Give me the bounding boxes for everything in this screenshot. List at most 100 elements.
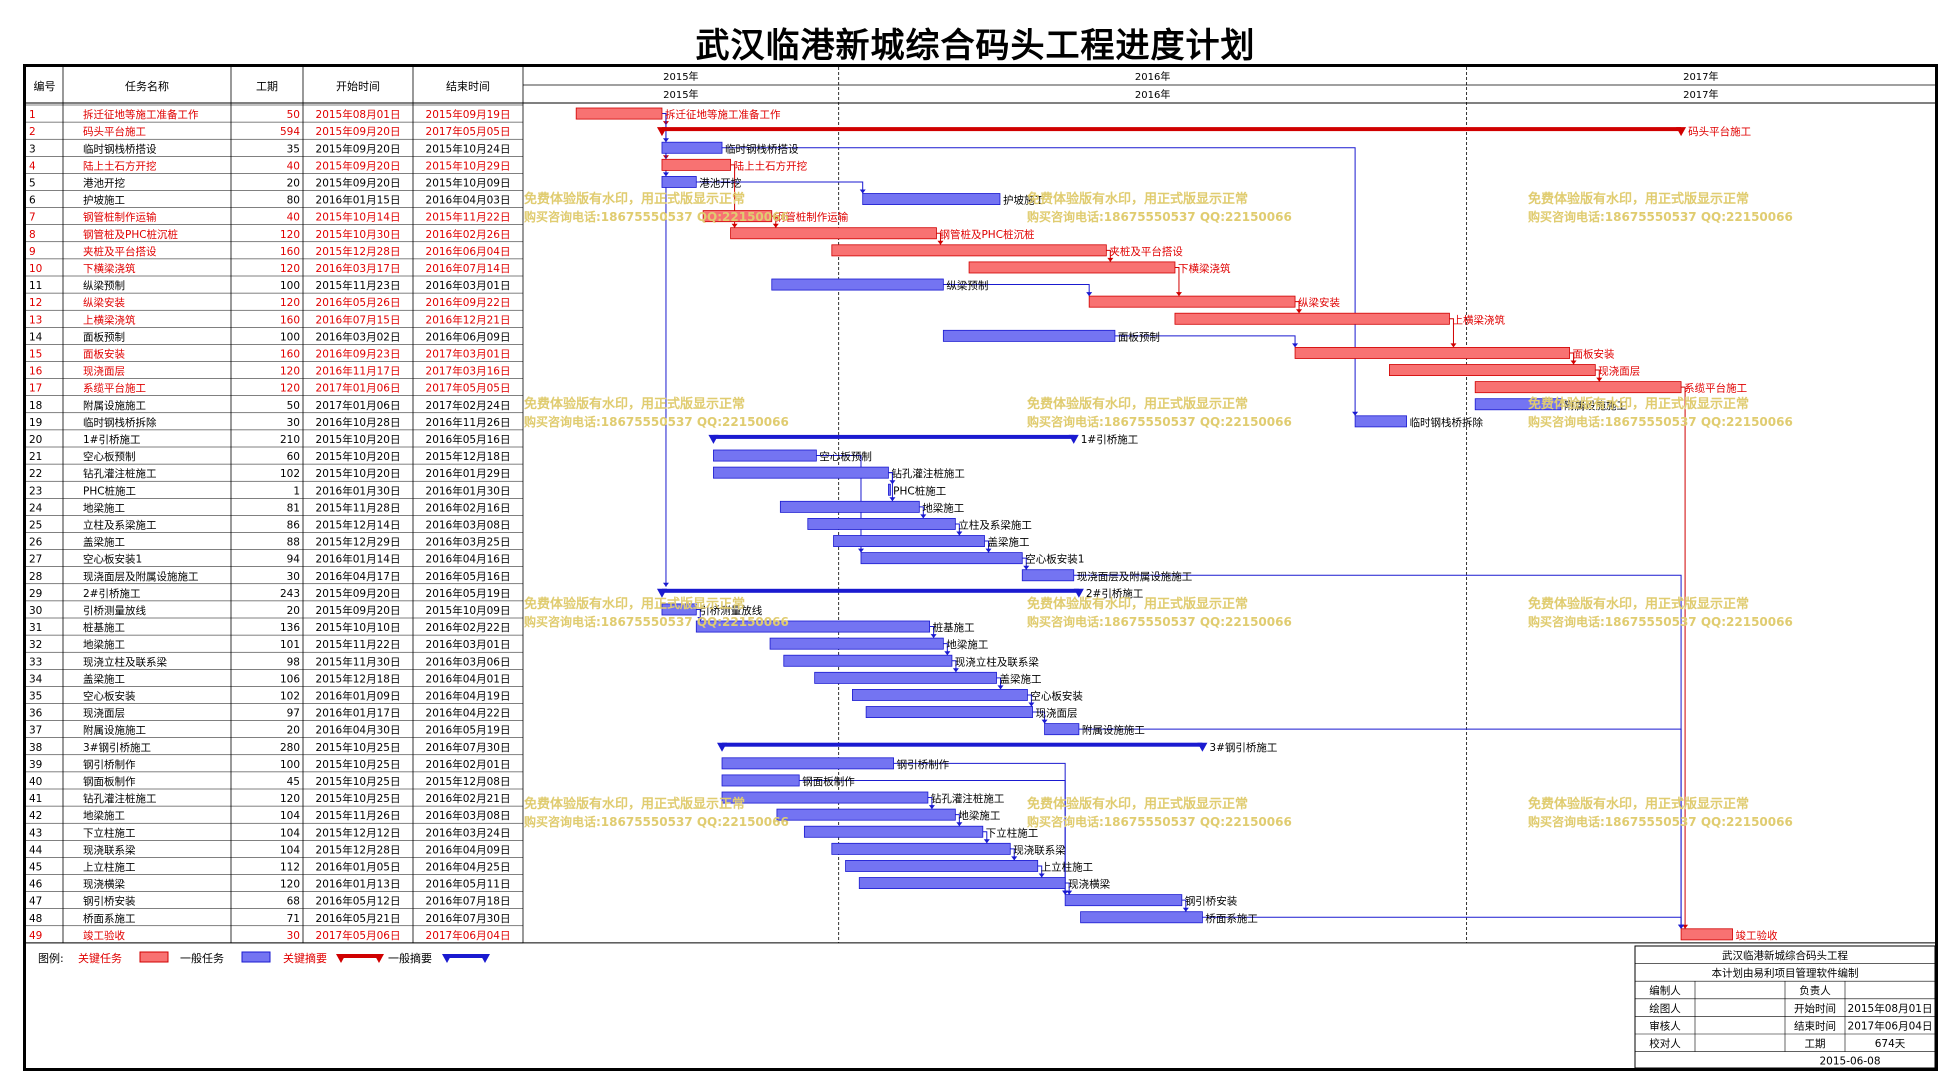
task-start: 2015年11月30日	[316, 655, 401, 668]
dependency-link	[661, 113, 667, 587]
task-name: 现浇面层	[83, 707, 125, 720]
task-bar	[783, 654, 953, 667]
task-duration: 80	[287, 195, 300, 207]
task-id: 47	[29, 896, 42, 908]
watermark-text: 购买咨询电话:18675550537 QQ:22150066	[1528, 614, 1793, 629]
task-bar	[807, 518, 956, 530]
task-name: 下横梁浇筑	[83, 262, 136, 275]
task-id: 28	[29, 571, 42, 583]
task-end: 2016年07月30日	[426, 741, 511, 754]
bar-label: 临时钢栈桥搭设	[725, 142, 799, 155]
task-id: 19	[29, 417, 42, 429]
task-name: 纵梁预制	[83, 279, 125, 292]
bar-label: 附属设施施工	[1082, 724, 1145, 737]
task-id: 37	[29, 725, 42, 737]
dependency-arrowhead	[1011, 856, 1018, 861]
task-bar	[865, 706, 1033, 719]
bar-label: 夹桩及平台搭设	[1109, 245, 1183, 258]
task-duration: 30	[287, 571, 300, 583]
task-duration: 594	[280, 126, 300, 138]
watermark-text: 购买咨询电话:18675550537 QQ:22150066	[524, 414, 789, 429]
dependency-arrowhead	[1678, 924, 1685, 929]
task-name: 钢引桥安装	[83, 895, 136, 908]
task-id: 31	[29, 622, 42, 634]
task-name: 立柱及系梁施工	[83, 519, 157, 532]
summary-start-cap	[656, 127, 667, 137]
watermark-text: 免费体验版有水印，用正式版显示正常	[524, 796, 745, 812]
watermark-text: 购买咨询电话:18675550537 QQ:22150066	[1528, 414, 1793, 429]
watermark-text: 免费体验版有水印，用正式版显示正常	[1528, 596, 1749, 612]
info-date: 2015-06-08	[1819, 1056, 1880, 1068]
task-end: 2015年12月08日	[426, 775, 511, 788]
task-end: 2016年07月14日	[426, 262, 511, 275]
task-end: 2017年06月04日	[426, 929, 511, 942]
bar-label: 钢管桩及PHC桩沉桩	[939, 228, 1035, 241]
watermark-text: 免费体验版有水印，用正式版显示正常	[1528, 396, 1749, 412]
summary-start-cap	[717, 742, 728, 752]
task-start: 2016年05月21日	[316, 912, 401, 925]
task-name: 面板安装	[83, 348, 125, 361]
task-duration: 106	[280, 673, 300, 685]
task-name: 纵梁安装	[83, 296, 125, 309]
task-duration: 104	[280, 844, 300, 856]
dependency-link	[1681, 386, 1686, 929]
task-start: 2015年10月30日	[316, 228, 401, 241]
task-end: 2015年09月19日	[426, 108, 511, 121]
dependency-arrowhead	[1062, 890, 1069, 895]
bar-label: 盖梁施工	[988, 536, 1030, 549]
watermark-text: 购买咨询电话:18675550537 QQ:22150066	[1027, 414, 1292, 429]
info-cell: 结束时间	[1794, 1019, 1836, 1032]
task-bar	[779, 500, 920, 513]
task-bar	[661, 141, 723, 154]
task-duration: 20	[287, 605, 300, 617]
task-end: 2016年04月01日	[426, 672, 511, 685]
task-bar	[803, 825, 984, 838]
task-bar	[730, 227, 937, 240]
bar-label: 钻孔灌注桩施工	[891, 467, 965, 480]
column-header-id: 编号	[34, 79, 56, 93]
task-start: 2015年10月14日	[316, 211, 401, 224]
task-duration: 50	[287, 400, 300, 412]
task-duration: 97	[287, 708, 300, 720]
task-id: 18	[29, 400, 42, 412]
task-end: 2016年01月29日	[426, 467, 511, 480]
task-duration: 40	[287, 212, 300, 224]
task-name: 空心板预制	[83, 450, 136, 463]
watermark-text: 免费体验版有水印，用正式版显示正常	[1027, 796, 1248, 812]
watermark-text: 购买咨询电话:18675550537 QQ:22150066	[524, 614, 789, 629]
task-name: 陆上土石方开挖	[83, 159, 157, 172]
info-cell: 绘图人	[1649, 1002, 1681, 1015]
bar-label: 现浇横梁	[1068, 878, 1110, 891]
task-id: 27	[29, 554, 42, 566]
task-end: 2016年04月19日	[426, 690, 511, 703]
bar-label: 地梁施工	[946, 638, 988, 651]
dependency-arrowhead	[928, 805, 935, 810]
task-id: 29	[29, 588, 42, 600]
legend-label: 图例:	[38, 951, 64, 965]
watermark-text: 购买咨询电话:18675550537 QQ:22150066	[1528, 814, 1793, 829]
task-name: 临时钢栈桥拆除	[83, 416, 157, 429]
task-name: 钢管桩及PHC桩沉桩	[83, 228, 179, 241]
task-bar	[1474, 381, 1682, 394]
task-bar	[1064, 894, 1183, 907]
task-start: 2015年10月20日	[316, 433, 401, 446]
task-name: 附属设施施工	[83, 399, 146, 412]
task-start: 2015年11月22日	[316, 638, 401, 651]
task-start: 2016年03月02日	[316, 330, 401, 343]
summary-bar	[722, 742, 1203, 747]
task-name: 上横梁浇筑	[83, 313, 136, 326]
task-id: 35	[29, 691, 42, 703]
task-start: 2016年04月30日	[316, 724, 401, 737]
task-end: 2015年10月09日	[426, 177, 511, 190]
task-start: 2017年01月06日	[316, 382, 401, 395]
info-frame	[1634, 945, 1936, 1069]
task-start: 2016年01月17日	[316, 707, 401, 720]
dependency-arrowhead	[1682, 924, 1689, 929]
dependency-arrowhead	[956, 531, 963, 536]
task-id: 25	[29, 520, 42, 532]
task-duration: 160	[280, 349, 300, 361]
task-bar	[713, 449, 817, 462]
task-name: 拆迁征地等施工准备工作	[83, 108, 199, 121]
column-header-name: 任务名称	[125, 79, 169, 93]
